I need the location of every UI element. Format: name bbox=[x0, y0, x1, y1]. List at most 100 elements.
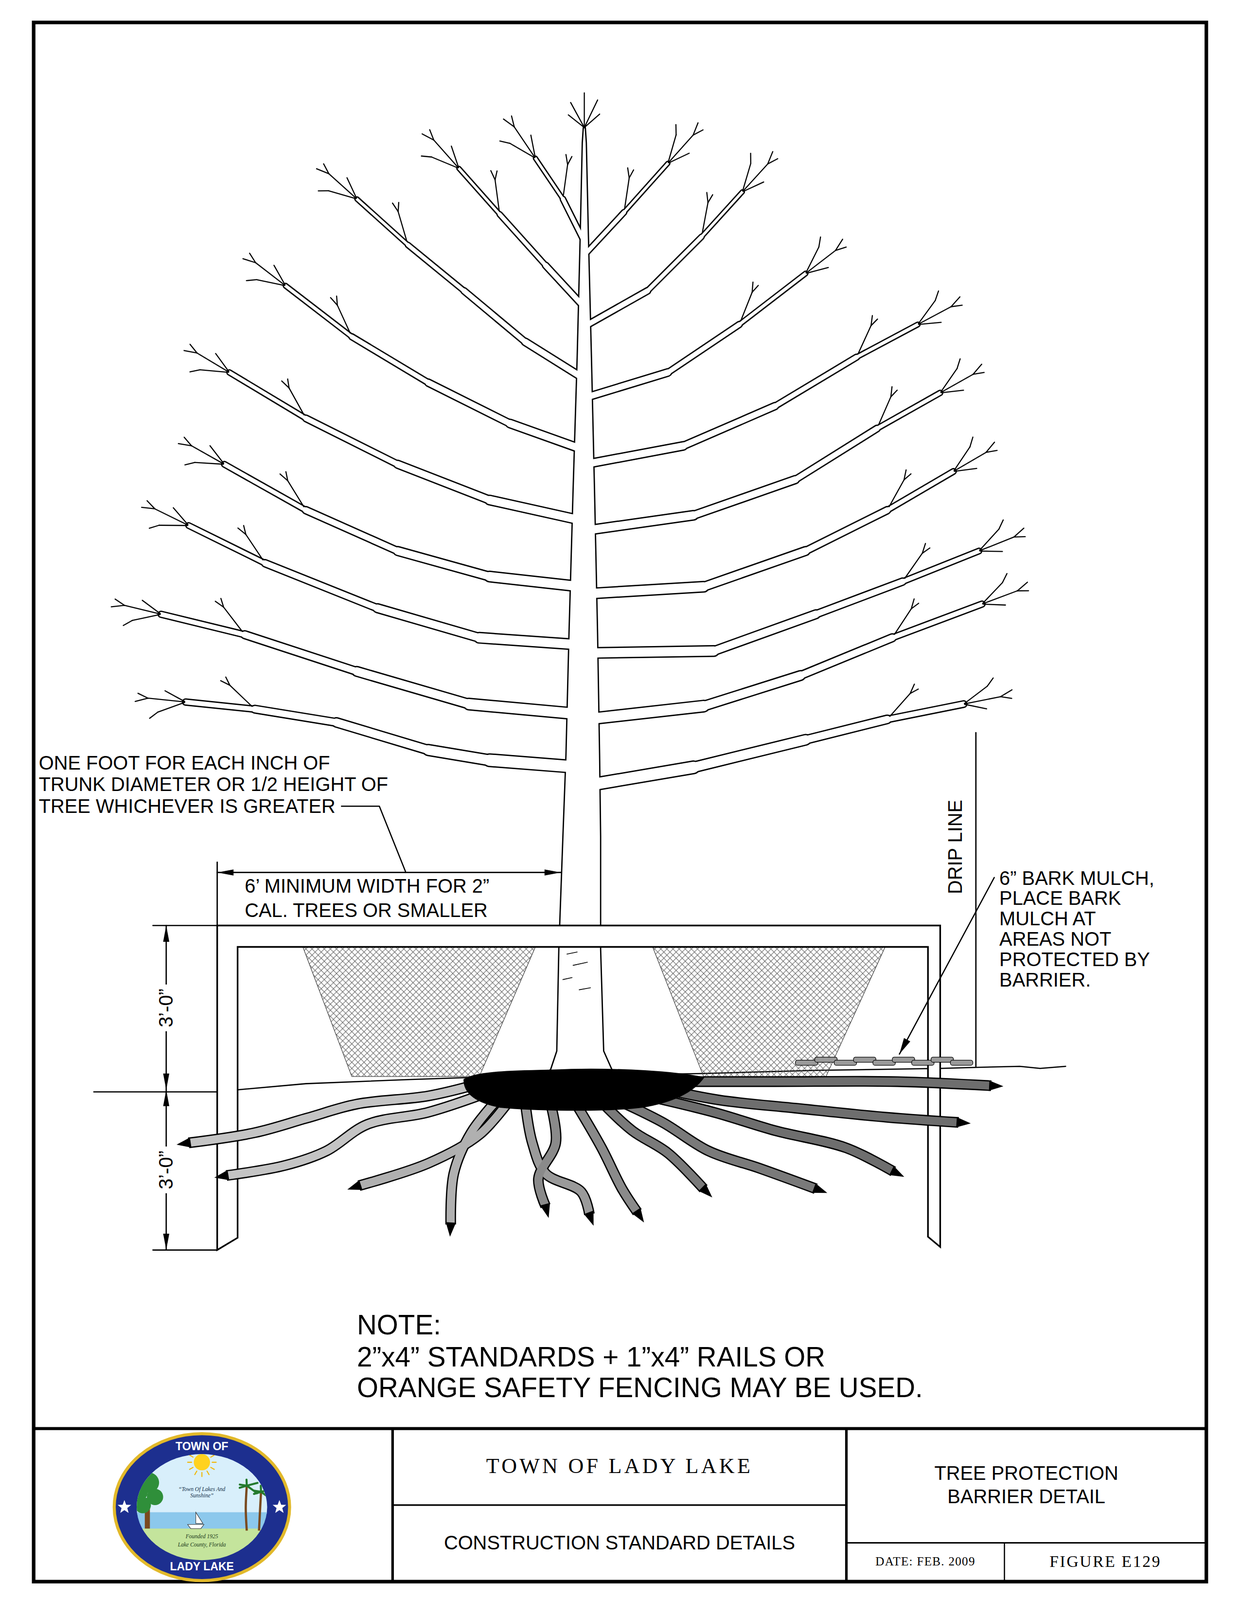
barrier-frame bbox=[217, 925, 941, 1250]
tree-twig bbox=[890, 389, 898, 397]
mulch-chip bbox=[911, 1059, 935, 1065]
branch-body bbox=[377, 607, 480, 638]
title-cell: CONSTRUCTION STANDARD DETAILS bbox=[392, 1504, 847, 1581]
branch-outline bbox=[254, 708, 337, 723]
tree-twig bbox=[157, 702, 185, 712]
root-body bbox=[525, 1101, 590, 1214]
branch-body bbox=[585, 650, 714, 653]
tree-twig bbox=[1000, 689, 1012, 697]
tree-twig bbox=[624, 177, 630, 209]
branch-body bbox=[479, 637, 582, 645]
branch-body bbox=[265, 563, 378, 608]
tree-twig bbox=[223, 606, 243, 632]
branch-outline bbox=[351, 336, 428, 383]
tree-twig bbox=[743, 163, 768, 192]
tree-twig bbox=[1013, 535, 1026, 538]
tree-twig bbox=[692, 129, 703, 136]
dimension-arrow bbox=[544, 868, 562, 876]
palm-frond bbox=[246, 1482, 258, 1486]
branch-outline bbox=[693, 479, 796, 515]
branch-outline bbox=[585, 514, 694, 531]
branch-outline bbox=[188, 525, 266, 564]
tree-twig bbox=[940, 373, 974, 392]
branch-outline bbox=[703, 675, 801, 707]
branch-outline bbox=[305, 418, 398, 464]
dimension-value: 3’-0” bbox=[156, 1146, 177, 1193]
tree-twig bbox=[287, 480, 304, 507]
tree-twig bbox=[911, 602, 919, 609]
palm-frond bbox=[261, 1491, 272, 1499]
branch-body bbox=[545, 265, 584, 306]
branch-body bbox=[815, 581, 903, 615]
branch-outline bbox=[703, 550, 806, 587]
tree-twig bbox=[627, 167, 630, 178]
branch-body bbox=[647, 236, 702, 291]
tree-twig bbox=[702, 202, 709, 233]
branch-outline bbox=[397, 463, 490, 500]
tree-twig bbox=[190, 344, 198, 354]
extension-line bbox=[153, 924, 218, 926]
mulch-chip bbox=[853, 1056, 876, 1062]
tree-twig bbox=[328, 173, 356, 199]
branch-body bbox=[397, 463, 490, 500]
tree-twig bbox=[806, 250, 836, 273]
branch-body bbox=[499, 213, 546, 266]
extension-line bbox=[216, 861, 218, 925]
tree-twig bbox=[337, 304, 351, 333]
tree-twig bbox=[749, 153, 752, 164]
tree-twig bbox=[246, 534, 264, 560]
branch-outline bbox=[428, 749, 490, 761]
branch-outline bbox=[701, 191, 743, 237]
root-tip bbox=[632, 1207, 645, 1223]
seal-founded: Lake County, Florida bbox=[177, 1541, 227, 1548]
branch-body bbox=[668, 324, 740, 373]
branch-body bbox=[254, 708, 337, 723]
dimension-text: 6’ MINIMUM WIDTH FOR 2” CAL. TREES OR SM… bbox=[244, 873, 507, 923]
root-tip bbox=[812, 1182, 828, 1193]
branch-outline bbox=[397, 550, 490, 577]
dimension-arrow bbox=[217, 868, 234, 876]
branch-body bbox=[693, 479, 796, 515]
town-seal bbox=[114, 1433, 290, 1580]
mulch-chip bbox=[833, 1059, 857, 1065]
tree-twig bbox=[563, 164, 568, 195]
branch-outline bbox=[305, 510, 398, 551]
root-tip bbox=[540, 1202, 550, 1218]
drawing-title-cell: TREE PROTECTION BARRIER DETAIL bbox=[846, 1427, 1207, 1542]
branch-outline bbox=[585, 586, 704, 594]
mulch-chip bbox=[931, 1056, 954, 1062]
root-body bbox=[226, 1091, 490, 1175]
tree-twig bbox=[318, 190, 329, 192]
branch-outline bbox=[356, 671, 470, 704]
mulch-chip bbox=[892, 1056, 915, 1062]
tree-twig bbox=[184, 462, 195, 465]
tree-twig bbox=[979, 536, 1014, 551]
tree-twig bbox=[138, 692, 149, 698]
branch-body bbox=[585, 706, 704, 720]
tree-twig bbox=[173, 507, 188, 525]
branch-outline bbox=[693, 739, 806, 768]
tree-twig bbox=[986, 450, 998, 453]
tree-twig bbox=[149, 525, 160, 529]
tree-twig bbox=[1013, 528, 1024, 537]
branch-body bbox=[428, 749, 490, 761]
branch-body bbox=[683, 406, 776, 446]
tree-twig bbox=[1000, 696, 1012, 699]
branch-body bbox=[703, 550, 806, 587]
tree-twig bbox=[159, 524, 188, 527]
branch-body bbox=[585, 514, 694, 531]
tree-twig bbox=[249, 253, 256, 263]
sun-ray bbox=[207, 1470, 210, 1474]
tree-twig bbox=[246, 279, 257, 281]
branch-body bbox=[585, 766, 694, 786]
tree-twig bbox=[285, 471, 288, 481]
branch-outline bbox=[160, 614, 245, 635]
tree-twig bbox=[495, 179, 499, 211]
branch-outline bbox=[795, 428, 878, 480]
seal-lake bbox=[132, 1511, 276, 1531]
tree-twig bbox=[818, 236, 821, 248]
branch-outline bbox=[585, 766, 694, 786]
bark-mark bbox=[563, 976, 573, 979]
branch-outline bbox=[585, 650, 714, 653]
branch-body bbox=[351, 336, 428, 383]
